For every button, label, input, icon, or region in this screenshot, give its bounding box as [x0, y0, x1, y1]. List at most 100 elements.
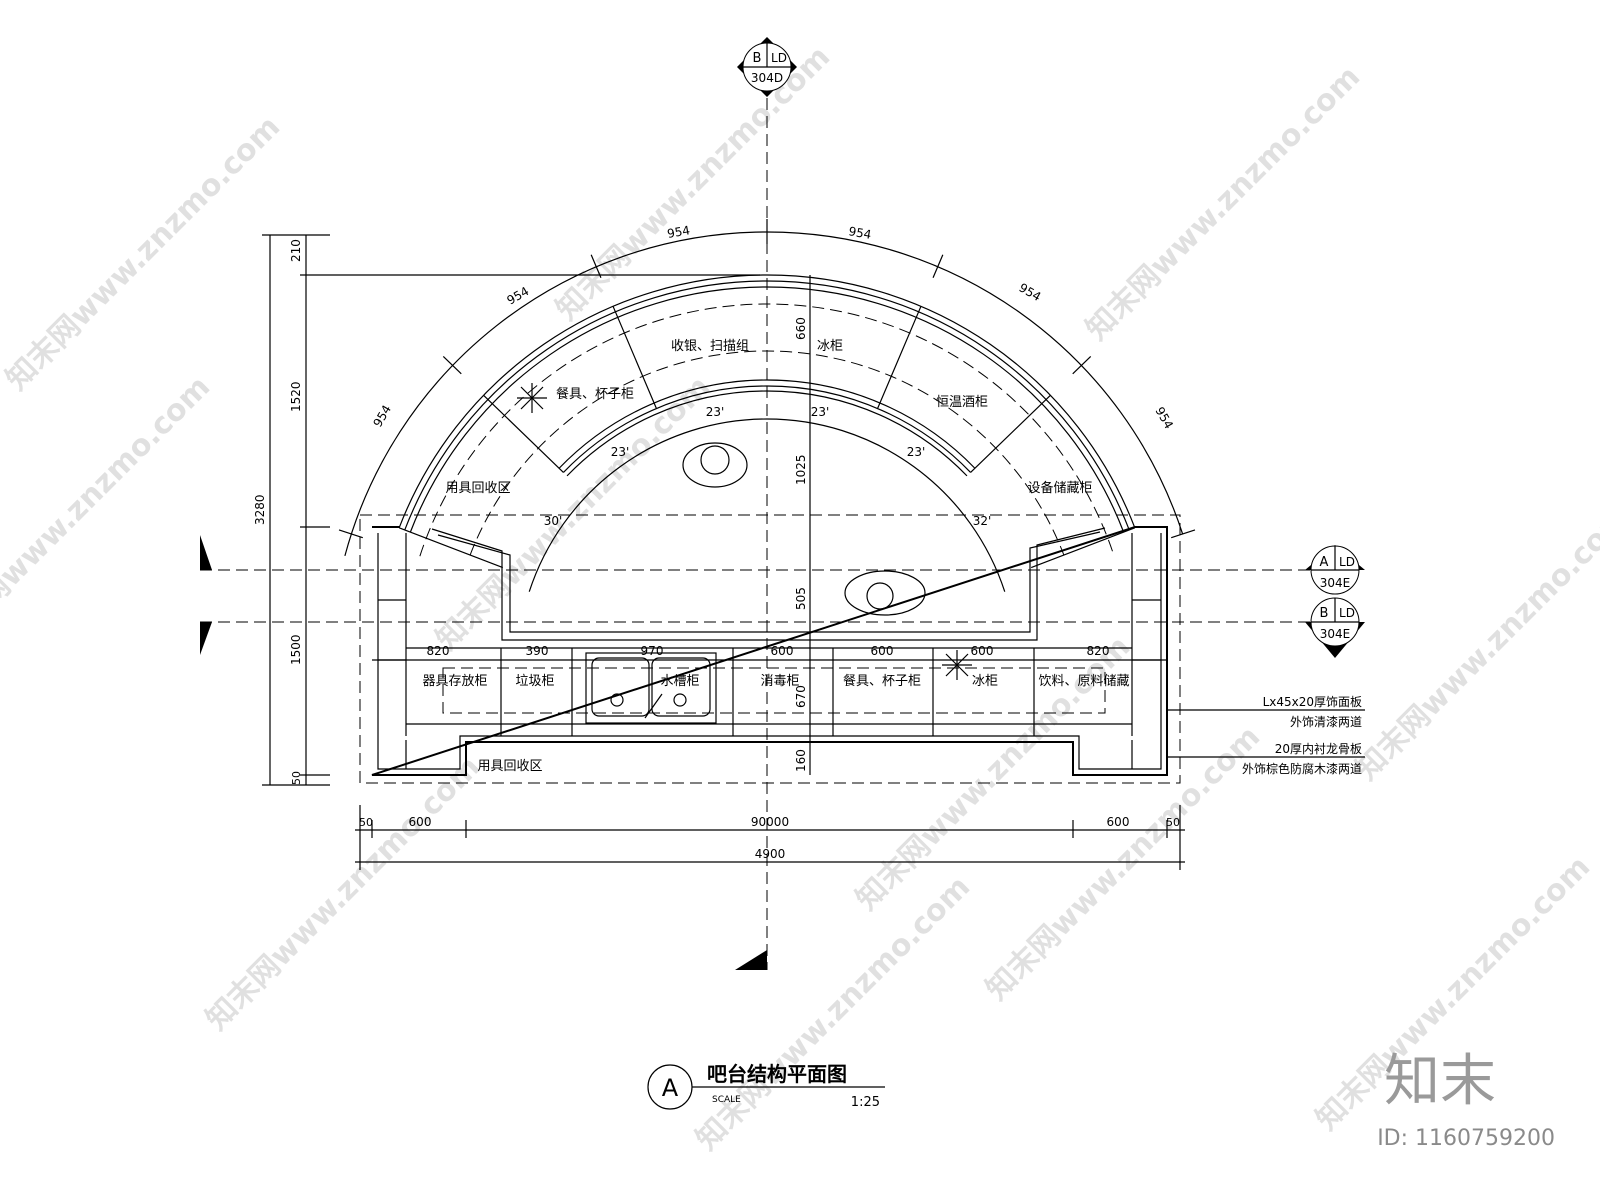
- svg-text:600: 600: [871, 644, 894, 658]
- dimension-tick: [442, 355, 462, 375]
- svg-text:LD: LD: [1339, 606, 1355, 620]
- svg-text:3280: 3280: [253, 494, 267, 525]
- zone-label: 收银、扫描组: [671, 339, 749, 354]
- inner-arc-wall: [558, 379, 976, 469]
- svg-text:600: 600: [771, 644, 794, 658]
- material-notes: Lx45x20厚饰面板 外饰清漆两道 20厚内衬龙骨板 外饰棕色防腐木漆两道: [1167, 695, 1365, 776]
- svg-text:外饰棕色防腐木漆两道: 外饰棕色防腐木漆两道: [1242, 761, 1362, 776]
- svg-text:820: 820: [1087, 644, 1110, 658]
- watermark: 知末网www.znzmo.com: [199, 749, 487, 1037]
- straight-counter: [359, 514, 1181, 784]
- svg-text:LD: LD: [1339, 555, 1355, 569]
- svg-text:1025: 1025: [794, 454, 808, 485]
- zone-label: 器具存放柜: [422, 674, 487, 689]
- svg-text:SCALE: SCALE: [712, 1095, 741, 1105]
- dimension-tick: [932, 254, 944, 279]
- svg-text:B: B: [753, 51, 762, 66]
- svg-text:600: 600: [409, 815, 432, 829]
- watermark: 知末网www.znzmo.com: [1079, 59, 1367, 347]
- zone-label: 饮料、原料储藏: [1038, 674, 1129, 689]
- watermark: 知末网www.znzmo.com: [549, 39, 837, 327]
- svg-text:A: A: [662, 1074, 679, 1102]
- image-id: ID: 1160759200: [1377, 1126, 1555, 1151]
- zone-label: 消毒柜: [760, 674, 799, 689]
- svg-text:304E: 304E: [1320, 627, 1351, 641]
- svg-text:1520: 1520: [289, 381, 303, 412]
- svg-text:LD: LD: [771, 51, 787, 65]
- sink: [585, 652, 717, 724]
- svg-text:820: 820: [427, 644, 450, 658]
- section-marker-top: B LD 304D: [737, 37, 797, 97]
- svg-text:954: 954: [1152, 405, 1176, 432]
- zone-label: 冰柜: [817, 339, 843, 354]
- segment-divider: [612, 306, 657, 409]
- watermark: 知末网www.znzmo.com: [1349, 499, 1600, 787]
- center-dimensions: 660 1025 505 670 160: [794, 275, 811, 775]
- svg-text:23': 23': [611, 445, 630, 459]
- zone-label: 垃圾柜: [515, 674, 554, 689]
- svg-text:50: 50: [290, 771, 303, 785]
- svg-text:660: 660: [794, 317, 808, 340]
- svg-text:600: 600: [1107, 815, 1130, 829]
- svg-text:B: B: [1320, 606, 1329, 621]
- svg-text:954: 954: [847, 224, 872, 242]
- svg-text:304E: 304E: [1320, 576, 1351, 590]
- svg-text:505: 505: [794, 587, 808, 610]
- dimension-tick: [338, 529, 363, 539]
- section-marker-a: A LD 304E: [1305, 545, 1365, 595]
- svg-text:954: 954: [666, 223, 691, 241]
- angle-dimension-arc: [528, 418, 1006, 592]
- svg-text:970: 970: [641, 644, 664, 658]
- bottom-dimensions: 50 600 90000 600 50 4900: [355, 805, 1185, 870]
- svg-text:23': 23': [706, 405, 725, 419]
- dimension-tick: [1072, 355, 1092, 375]
- svg-text:Lx45x20厚饰面板: Lx45x20厚饰面板: [1263, 695, 1362, 709]
- segment-divider: [970, 394, 1051, 473]
- svg-text:160: 160: [794, 749, 808, 772]
- svg-text:1500: 1500: [289, 634, 303, 665]
- svg-text:954: 954: [1017, 280, 1044, 304]
- watermark: 知末网www.znzmo.com: [0, 109, 287, 397]
- outer-arc-wall: [398, 274, 1136, 529]
- left-dimensions: 210 1520 3280 1500 50: [253, 234, 760, 786]
- svg-text:外饰清漆两道: 外饰清漆两道: [1290, 715, 1362, 729]
- drawing-title-block: A 吧台结构平面图 SCALE 1:25: [647, 1062, 885, 1110]
- logo: 知末: [1384, 1049, 1496, 1114]
- svg-text:50: 50: [1166, 816, 1180, 829]
- zone-label: 餐具、杯子柜: [843, 673, 921, 689]
- svg-text:304D: 304D: [751, 71, 783, 85]
- svg-text:210: 210: [289, 239, 303, 262]
- person-figure: [844, 570, 926, 616]
- svg-text:A: A: [1320, 555, 1329, 570]
- svg-text:23': 23': [811, 405, 830, 419]
- dimension-tick: [1171, 529, 1196, 539]
- svg-text:90000: 90000: [751, 815, 789, 829]
- drawing-title: 吧台结构平面图: [707, 1062, 847, 1086]
- svg-text:20厚内衬龙骨板: 20厚内衬龙骨板: [1275, 742, 1362, 756]
- svg-text:32': 32': [973, 514, 992, 528]
- svg-text:600: 600: [971, 644, 994, 658]
- svg-text:30': 30': [544, 514, 563, 528]
- segment-divider: [877, 306, 922, 409]
- zone-label: 餐具、杯子柜: [556, 386, 634, 402]
- watermark: 知末网www.znzmo.com: [689, 869, 977, 1157]
- zone-label: 水槽柜: [660, 674, 699, 689]
- watermark: 知末网www.znzmo.com: [0, 369, 217, 657]
- zone-label: 设备储藏柜: [1027, 480, 1092, 496]
- watermark: 知末网www.znzmo.com: [429, 369, 717, 657]
- zone-label: 用具回收区: [477, 759, 542, 774]
- segment-divider: [1030, 527, 1136, 569]
- segment-divider: [483, 394, 564, 473]
- svg-text:670: 670: [794, 685, 808, 708]
- segment-divider: [398, 527, 504, 569]
- section-arrow-left-a: [200, 535, 212, 570]
- svg-text:50: 50: [359, 816, 373, 829]
- section-marker-b: B LD 304E: [1305, 597, 1365, 658]
- zone-label: 用具回收区: [445, 481, 510, 496]
- svg-text:23': 23': [907, 445, 926, 459]
- zone-label: 冰柜: [972, 674, 998, 689]
- svg-text:390: 390: [526, 644, 549, 658]
- section-arrow-left-b: [200, 622, 212, 655]
- zone-label: 恒温酒柜: [936, 395, 988, 410]
